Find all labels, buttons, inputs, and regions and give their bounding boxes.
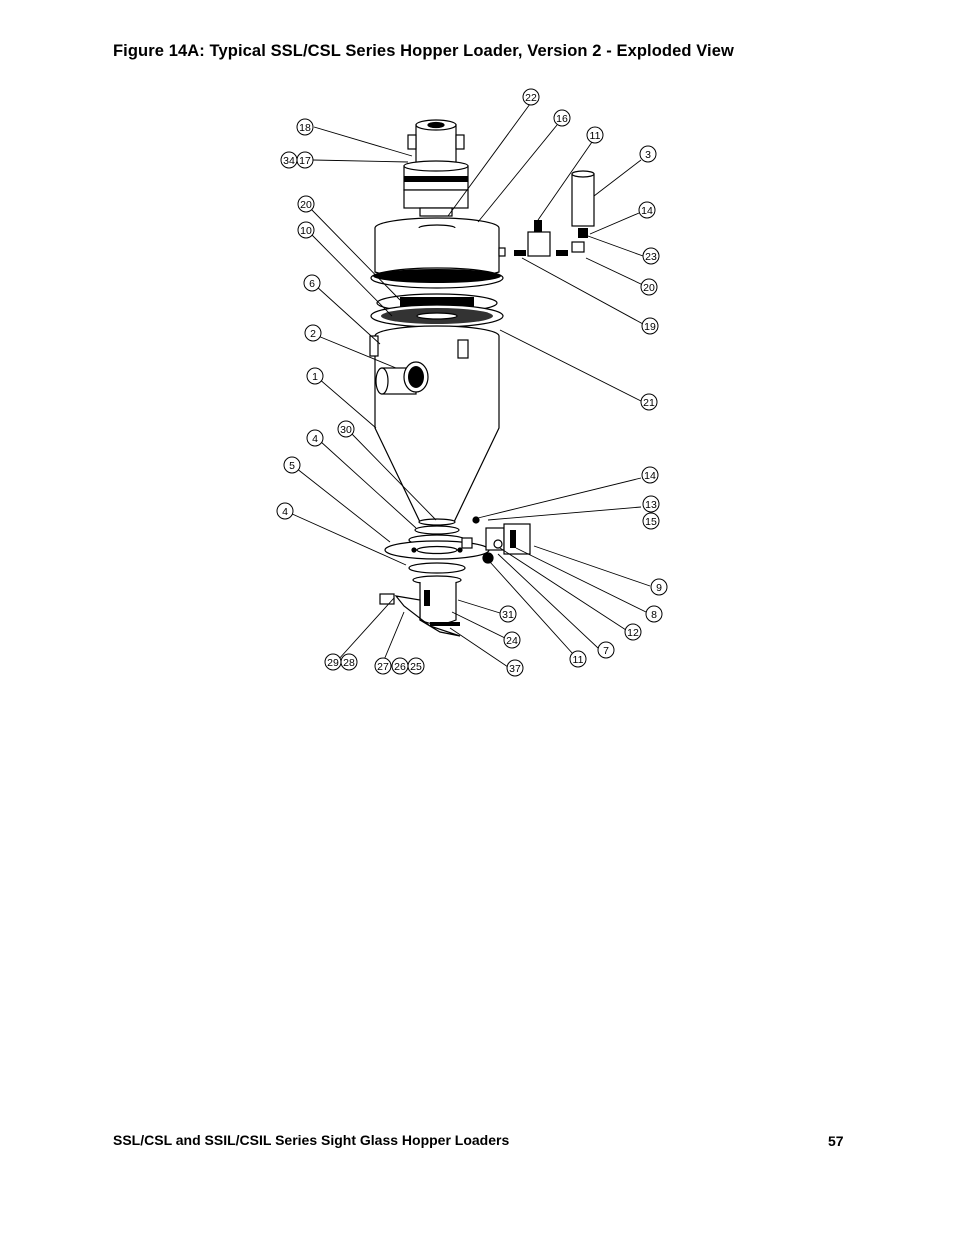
callout-37: 37 [506,659,524,677]
screen-assembly [370,293,504,328]
callout-31: 31 [499,605,517,623]
callout-2: 2 [304,324,322,342]
callout-4-upper: 4 [306,429,324,447]
svg-text:17: 17 [299,155,311,167]
svg-text:15: 15 [645,516,657,528]
svg-text:28: 28 [343,657,355,669]
svg-text:27: 27 [377,661,389,673]
svg-text:23: 23 [645,251,657,263]
filter-assembly [514,170,595,257]
sight-glass-assembly [379,582,461,637]
svg-text:4: 4 [282,506,288,518]
svg-text:29: 29 [327,657,339,669]
svg-text:34: 34 [283,155,295,167]
svg-text:26: 26 [394,661,406,673]
svg-text:25: 25 [410,661,422,673]
callout-17: 17 [296,151,314,169]
body-assembly [369,325,500,526]
leader-lines [289,103,651,668]
lid-assembly [370,217,506,289]
svg-text:8: 8 [651,609,657,621]
callout-1: 1 [306,367,324,385]
callout-26: 26 [391,657,409,675]
callout-5: 5 [283,456,301,474]
callout-16: 16 [553,109,571,127]
svg-text:9: 9 [656,582,662,594]
svg-text:20: 20 [643,282,655,294]
svg-text:12: 12 [627,627,639,639]
callout-9: 9 [650,578,668,596]
callout-15: 15 [642,512,660,530]
callout-11-lower: 11 [569,650,587,668]
callout-24: 24 [503,631,521,649]
svg-text:14: 14 [641,205,653,217]
svg-text:19: 19 [644,321,656,333]
svg-text:7: 7 [603,645,609,657]
svg-text:22: 22 [525,92,537,104]
callout-21: 21 [640,393,658,411]
svg-text:10: 10 [300,225,312,237]
callout-25: 25 [407,657,425,675]
callout-18-upper: 18 [296,118,314,136]
page-number: 57 [828,1133,844,1149]
svg-text:16: 16 [556,113,568,125]
svg-text:31: 31 [502,609,514,621]
callout-27: 27 [374,657,392,675]
callout-6: 6 [303,274,321,292]
svg-text:3: 3 [645,149,651,161]
svg-text:1: 1 [312,371,318,383]
callout-3: 3 [639,145,657,163]
callout-13: 13 [642,495,660,513]
callout-8: 8 [645,605,663,623]
svg-text:13: 13 [645,499,657,511]
callout-10: 10 [297,221,315,239]
svg-text:11: 11 [573,654,584,666]
svg-text:24: 24 [506,635,518,647]
valve-assembly [461,516,531,564]
svg-text:21: 21 [643,397,655,409]
figure-title: Figure 14A: Typical SSL/CSL Series Hoppe… [113,42,734,60]
svg-text:11: 11 [590,130,601,142]
svg-text:14: 14 [644,470,656,482]
callout-20-right: 20 [640,278,658,296]
svg-text:37: 37 [509,663,521,675]
footer-document-title: SSL/CSL and SSIL/CSIL Series Sight Glass… [113,1132,510,1148]
callout-7: 7 [597,641,615,659]
svg-text:18: 18 [299,122,311,134]
callout-22: 22 [522,88,540,106]
callout-12: 12 [624,623,642,641]
callout-20-left: 20 [297,195,315,213]
callout-14-upper: 14 [638,201,656,219]
callout-19: 19 [641,317,659,335]
callout-14-lower: 14 [641,466,659,484]
svg-text:2: 2 [310,328,316,340]
svg-text:4: 4 [312,433,318,445]
callout-29: 29 [324,653,342,671]
svg-text:20: 20 [300,199,312,211]
svg-text:6: 6 [309,278,315,290]
callout-11-upper: 11 [586,126,604,144]
callout-23: 23 [642,247,660,265]
callout-30: 30 [337,420,355,438]
motor-assembly [403,119,469,217]
svg-text:5: 5 [289,460,295,472]
callout-34: 34 [280,151,298,169]
callout-28: 28 [340,653,358,671]
svg-text:30: 30 [340,424,352,436]
callout-4-lower: 4 [276,502,294,520]
flange-assembly [384,525,490,585]
